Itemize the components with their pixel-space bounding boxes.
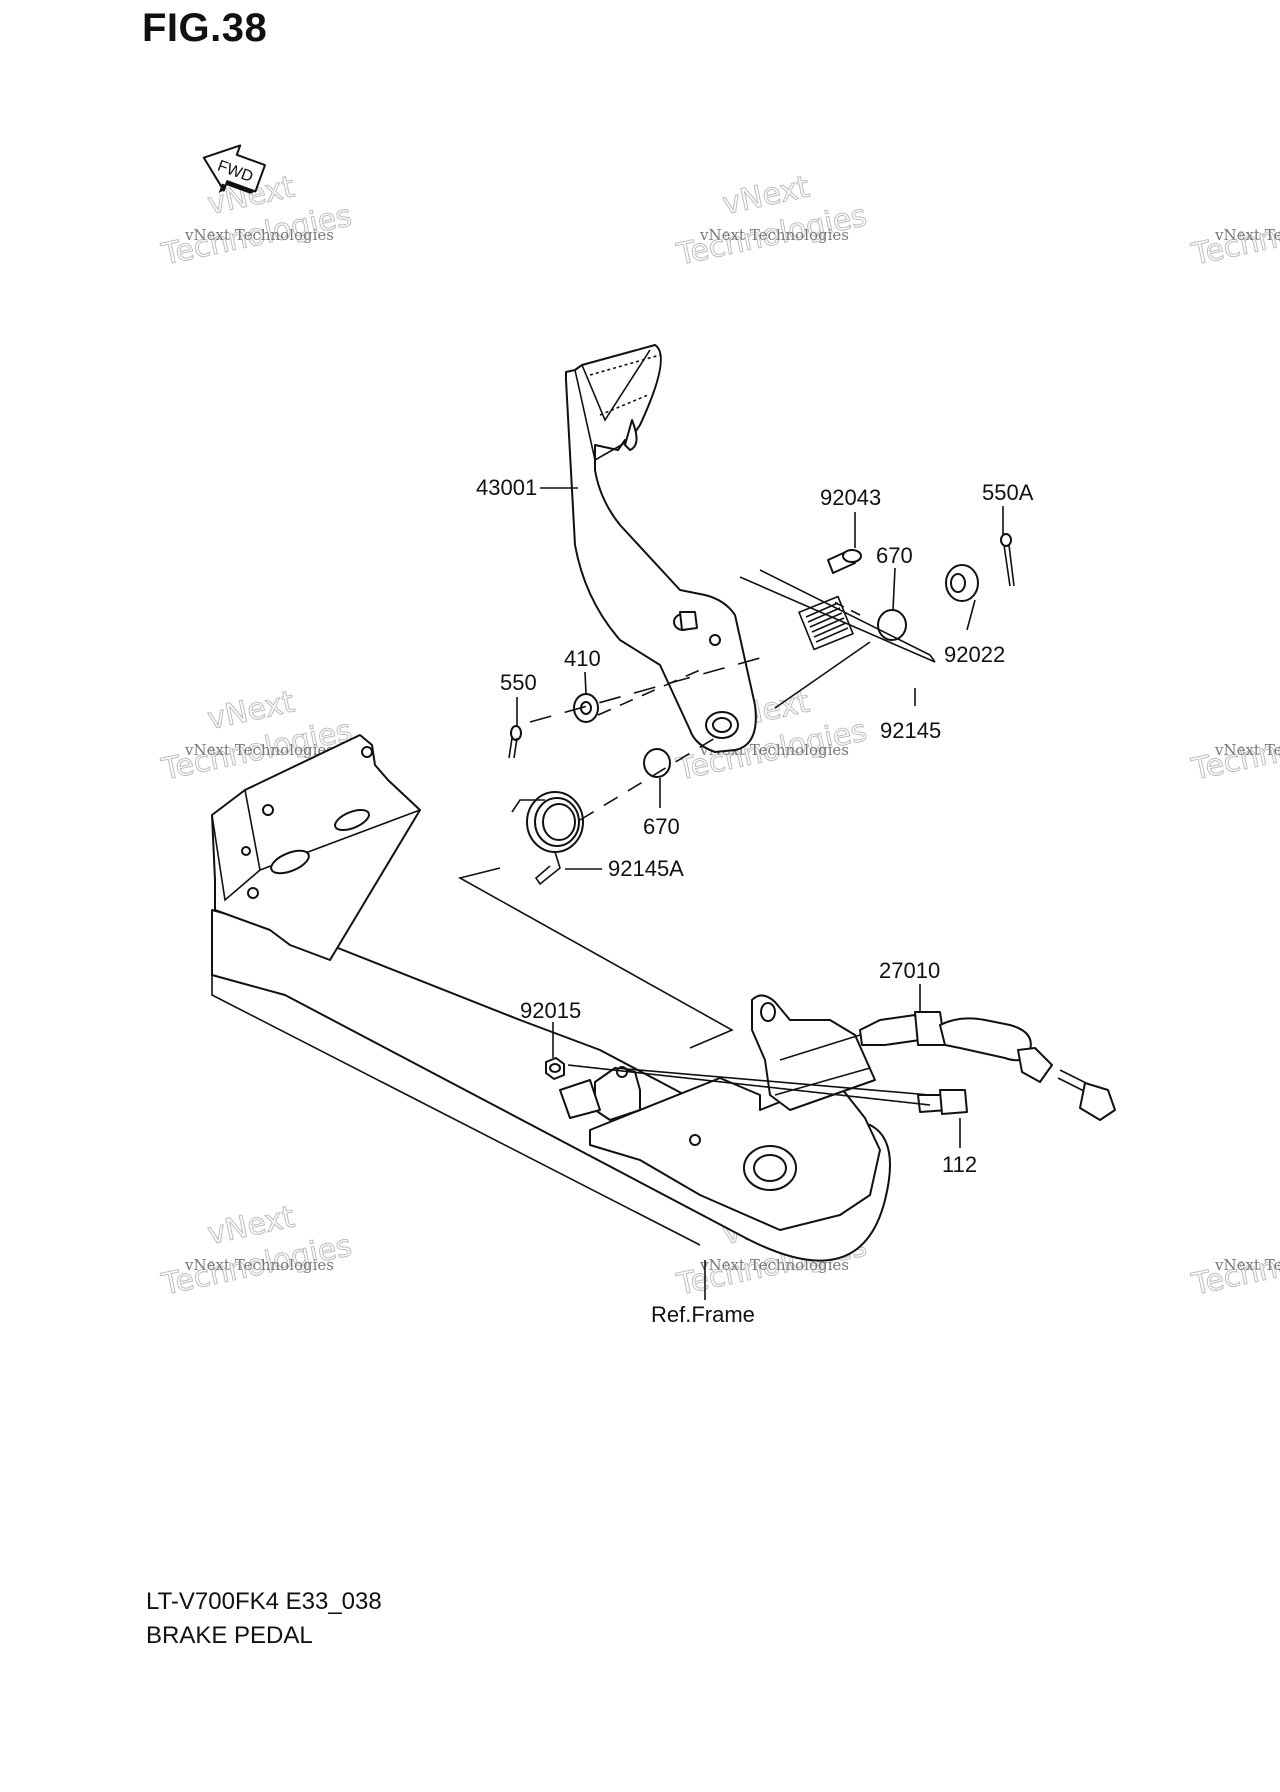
label-92043: 92043 [820,485,881,510]
brake-pedal-arm [565,344,757,753]
label-92022: 92022 [944,642,1005,667]
cotter-pin-550A [1000,533,1015,587]
nut-92015 [545,1057,565,1080]
cotter-pin-550 [508,725,522,759]
brake-light-switch [859,1011,1116,1121]
figure-title: FIG.38 [142,6,268,50]
label-112: 112 [942,1152,977,1177]
watermark: Technologies vNext Technologies vNext [158,1199,356,1303]
return-spring [797,595,855,651]
forward-arrow-icon: FWD [202,144,266,194]
model-code: LT-V700FK4 E33_038 [146,1588,382,1615]
label-92015: 92015 [520,998,581,1023]
watermark-text: vNext Technologies [699,226,849,244]
spring-location-guide [457,867,734,1049]
label-92145: 92145 [880,718,941,743]
watermark-text: vNext Technologies [1214,226,1280,244]
pin-92043 [827,549,862,574]
diagram-name: BRAKE PEDAL [146,1622,313,1649]
label-670-bottom: 670 [643,814,680,839]
label-92145A: 92145A [608,856,684,881]
label-ref-frame: Ref.Frame [651,1302,755,1327]
watermark-text: vNext Technologies [1214,741,1280,759]
watermark-text: vNext Technologies [184,741,334,759]
bolt-112 [917,1089,968,1115]
watermark: Technologies vNext Technologies [1188,198,1280,274]
watermark: Technologies vNext Technologies [1188,713,1280,789]
label-43001: 43001 [476,475,537,500]
watermark-text: vNext Technologies [184,1256,334,1274]
part-labels: 43001 92043 550A 670 92022 410 550 92145… [476,475,1034,1327]
leader-lines [516,487,1004,1300]
watermark: Technologies vNext Technologies [1188,1228,1280,1304]
washer-410 [573,693,599,723]
watermark-text: vNext Technologies [1214,1256,1280,1274]
label-410: 410 [564,646,601,671]
label-670-top: 670 [876,543,913,568]
label-550A: 550A [982,480,1034,505]
pivot-shaft [739,569,936,663]
torsion-spring [511,791,584,886]
label-27010: 27010 [879,958,940,983]
washer-92022 [945,564,979,602]
watermark: Technologies vNext Technologies vNext [673,169,871,273]
label-550: 550 [500,670,537,695]
frame-ref [211,734,891,1262]
watermark-text: vNext Technologies [184,226,334,244]
